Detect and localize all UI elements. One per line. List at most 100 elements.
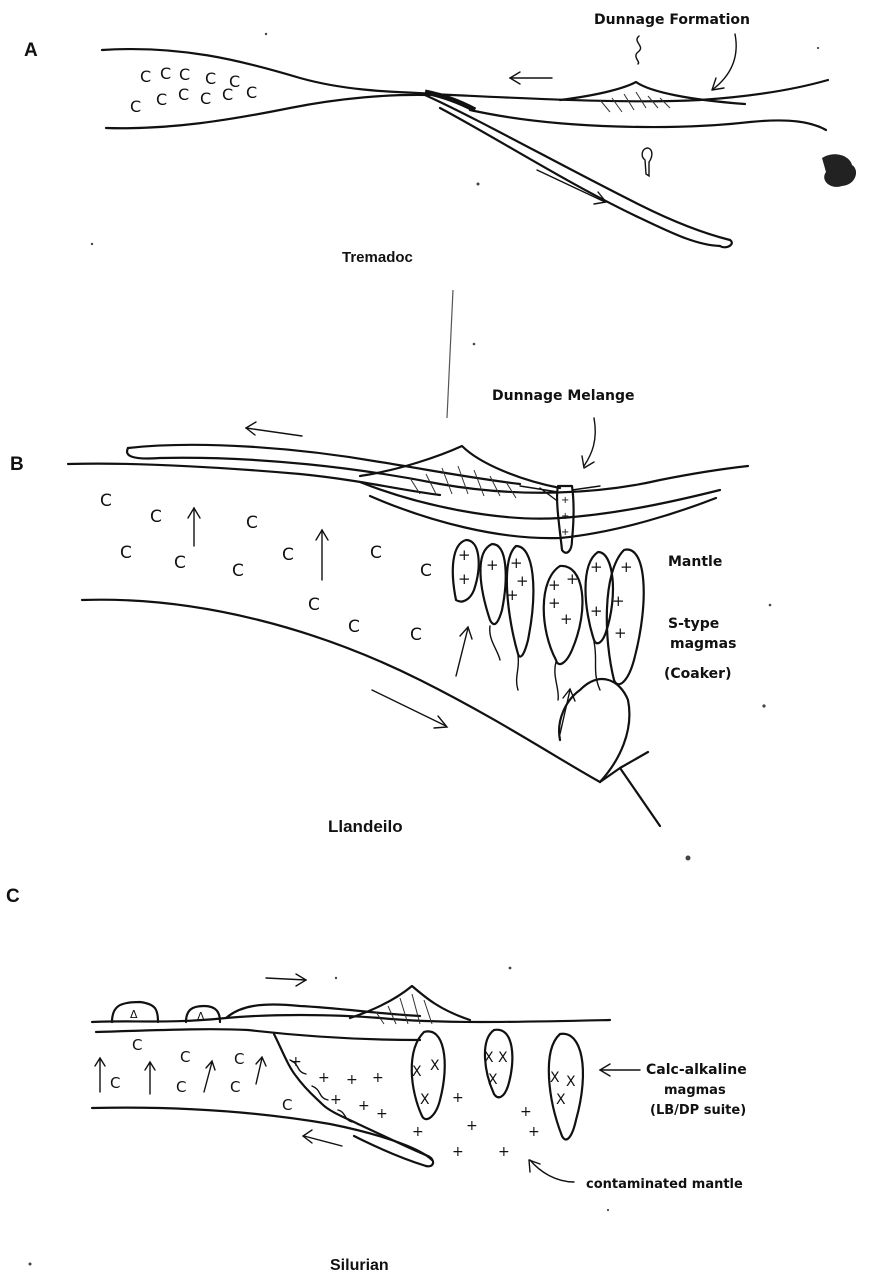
s-type-symbol: + xyxy=(614,624,627,642)
panel-b-letter: B xyxy=(10,454,24,475)
crust-symbol: C xyxy=(174,553,186,573)
panel-a-crust-symbols: C C C C C C C C C C C xyxy=(130,64,257,116)
panel-b-melange-symbols: + + + xyxy=(561,495,569,538)
panel-b-melange-arrow xyxy=(584,418,595,466)
s-type-symbol: + xyxy=(358,1098,370,1114)
panel-a-arrow-down xyxy=(537,170,606,204)
crust-symbol: C xyxy=(160,64,171,83)
panel-c-letter: C xyxy=(6,886,20,907)
panel-b-melange-label: Dunnage Melange xyxy=(492,388,635,404)
panel-a-continent-base xyxy=(106,95,430,128)
s-type-symbol: + xyxy=(346,1072,358,1088)
panel-c-arrow-right xyxy=(266,974,306,986)
crust-symbol: C xyxy=(246,513,258,533)
s-type-symbol: + xyxy=(486,556,499,574)
s-type-symbol: + xyxy=(561,527,569,538)
panel-a-letter: A xyxy=(24,40,38,61)
s-type-symbol: + xyxy=(452,1090,464,1106)
panel-b: B + + + xyxy=(10,388,748,836)
panel-a-arrow-left xyxy=(510,72,552,84)
panel-b-magma-label-1: S-type xyxy=(668,616,719,632)
s-type-symbol: + xyxy=(566,570,579,588)
crust-symbol: C xyxy=(232,561,244,581)
s-type-symbol: + xyxy=(520,1104,532,1120)
s-type-symbol: + xyxy=(330,1092,342,1108)
s-type-symbol: + xyxy=(620,558,633,576)
panel-c-caption: Silurian xyxy=(330,1257,389,1274)
crust-symbol: C xyxy=(410,625,422,645)
crust-symbol: C xyxy=(370,543,382,563)
panel-a-slab-base xyxy=(440,108,720,246)
panel-b-magma-label-2: magmas xyxy=(670,636,736,652)
crust-symbol: C xyxy=(348,617,360,637)
panel-b-lithosphere-base xyxy=(82,600,600,782)
crust-symbol: C xyxy=(234,1050,244,1068)
calc-symbol: X xyxy=(566,1074,576,1090)
crust-symbol: C xyxy=(130,97,141,116)
s-type-symbol: + xyxy=(548,576,561,594)
panel-b-arrow-slab xyxy=(372,690,447,728)
calc-symbol: X xyxy=(420,1092,430,1108)
panel-a-slab-top xyxy=(425,95,730,240)
panel-c-upper-boundary xyxy=(96,1029,420,1040)
crust-symbol: C xyxy=(282,1096,292,1114)
panel-c-calc-label-3: (LB/DP suite) xyxy=(650,1103,746,1118)
scan-line xyxy=(447,290,453,418)
s-type-symbol: + xyxy=(412,1124,424,1140)
s-type-symbol: + xyxy=(466,1118,478,1134)
panel-b-arrow-up-3 xyxy=(456,627,472,676)
s-type-symbol: + xyxy=(510,554,523,572)
s-type-symbol: + xyxy=(561,495,569,506)
s-type-symbol: + xyxy=(458,546,471,564)
crust-symbol: C xyxy=(132,1036,142,1054)
s-type-symbol: + xyxy=(506,586,519,604)
panel-a-continent-top xyxy=(102,49,440,94)
s-type-symbol: + xyxy=(458,570,471,588)
scan-speck xyxy=(822,154,856,187)
crust-symbol: C xyxy=(308,595,320,615)
s-type-symbol: + xyxy=(548,594,561,612)
panel-b-mantle-label: Mantle xyxy=(668,554,722,570)
crust-symbol: C xyxy=(120,543,132,563)
panel-b-plutons xyxy=(453,540,644,684)
crust-symbol: C xyxy=(100,491,112,511)
crust-symbol: C xyxy=(230,1078,240,1096)
crust-symbol: C xyxy=(179,65,190,84)
panel-a-squiggle xyxy=(636,36,641,64)
panel-b-arrow-top-left xyxy=(246,422,302,436)
crust-symbol: C xyxy=(246,83,257,102)
panel-a-ocean-base xyxy=(470,110,826,130)
panel-b-wedge xyxy=(360,446,560,488)
panel-a-ocean-top xyxy=(430,80,828,101)
s-type-symbol: + xyxy=(612,592,625,610)
crust-symbol: C xyxy=(150,507,162,527)
crust-symbol: C xyxy=(222,85,233,104)
s-type-symbol: + xyxy=(376,1106,388,1122)
panel-a-slab-tip xyxy=(720,240,732,247)
s-type-symbol: + xyxy=(528,1124,540,1140)
crust-symbol: C xyxy=(140,67,151,86)
s-type-symbol: + xyxy=(290,1054,302,1070)
crust-symbol: C xyxy=(420,561,432,581)
panel-b-melange-arrowhead xyxy=(582,456,594,468)
panel-a-formation-label: Dunnage Formation xyxy=(594,12,750,28)
calc-symbol: X xyxy=(550,1070,560,1086)
panel-b-arrow-up-1 xyxy=(188,508,200,546)
crust-symbol: C xyxy=(200,89,211,108)
panel-c: C Δ Δ X X xyxy=(6,886,747,1274)
panel-c-mantle-label: contaminated mantle xyxy=(586,1177,743,1192)
calc-symbol: X xyxy=(430,1058,440,1074)
panel-b-arrow-up-2 xyxy=(316,530,328,580)
s-type-symbol: + xyxy=(590,602,603,620)
panel-b-magma-label-3: (Coaker) xyxy=(664,666,731,682)
calc-symbol: X xyxy=(498,1050,508,1066)
calc-symbol: X xyxy=(488,1072,498,1088)
s-type-symbol: + xyxy=(561,511,569,522)
s-type-symbol: + xyxy=(318,1070,330,1086)
panel-c-calc-label-1: Calc-alkaline xyxy=(646,1062,747,1078)
panel-c-calc-arrow xyxy=(600,1064,640,1076)
s-type-symbol: + xyxy=(372,1070,384,1086)
volcanic-symbol: Δ xyxy=(197,1010,205,1023)
s-type-symbol: + xyxy=(590,558,603,576)
panel-a-label-arrow xyxy=(712,34,736,90)
